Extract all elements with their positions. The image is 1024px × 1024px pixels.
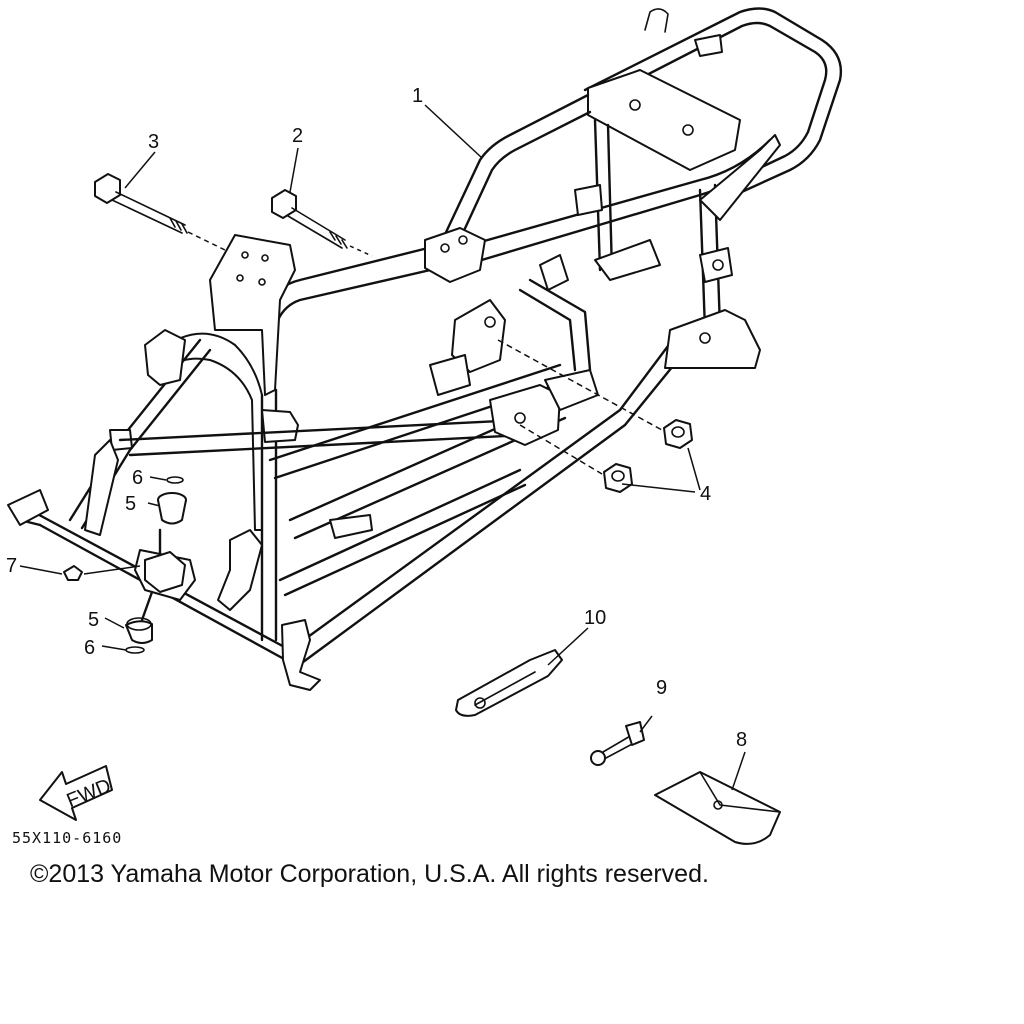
callout-1: 1 xyxy=(412,85,423,107)
callout-2: 2 xyxy=(292,125,303,147)
grease-nipple-part-7 xyxy=(63,565,141,581)
bolt-part-3 xyxy=(94,173,226,251)
callout-5-lower: 5 xyxy=(88,609,99,631)
callout-labels: 1 2 3 4 5 5 6 6 7 8 9 10 xyxy=(6,85,747,751)
callout-6-lower: 6 xyxy=(84,637,95,659)
bushing-part-5-upper xyxy=(157,492,187,525)
drawing-code: 55X110-6160 xyxy=(12,829,122,847)
callout-4: 4 xyxy=(700,483,711,505)
callout-8: 8 xyxy=(736,729,747,751)
callout-10: 10 xyxy=(584,607,606,629)
clip-part-6-upper xyxy=(166,476,184,484)
main-frame xyxy=(7,7,843,691)
callout-leaders xyxy=(19,104,701,666)
callout-9: 9 xyxy=(656,677,667,699)
forward-arrow-icon: FWD xyxy=(39,765,114,821)
tool-bag-part-8 xyxy=(654,751,781,845)
clip-part-6-lower xyxy=(125,646,145,654)
callout-7: 7 xyxy=(6,555,17,577)
steering-pivot xyxy=(140,528,186,622)
tool-part-10 xyxy=(455,649,563,717)
bushing-part-5-lower xyxy=(125,617,153,644)
bolt-part-2 xyxy=(271,189,373,257)
wrench-part-9 xyxy=(590,715,653,766)
copyright-notice: ©2013 Yamaha Motor Corporation, U.S.A. A… xyxy=(30,860,709,888)
callout-5-upper: 5 xyxy=(125,493,136,515)
callout-3: 3 xyxy=(148,131,159,153)
callout-6-upper: 6 xyxy=(132,467,143,489)
